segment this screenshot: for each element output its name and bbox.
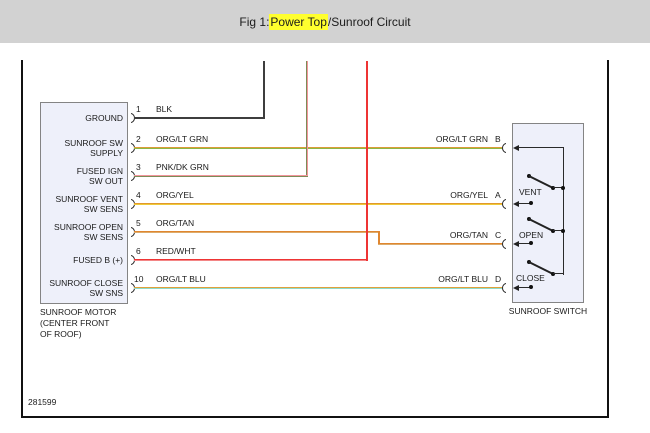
switch-pin-c-dot xyxy=(529,241,533,245)
motor-pin-1-label: GROUND xyxy=(39,107,123,129)
wire-orgyel xyxy=(134,203,502,205)
switch-pin-a-connector-icon xyxy=(502,199,507,209)
wire-label-orgltgrn: ORG/LT GRN xyxy=(156,134,209,144)
wire-label-orgtan: ORG/TAN xyxy=(156,218,195,228)
motor-pin-2-number: 2 xyxy=(136,134,141,144)
switch-pin-a-arrow-icon xyxy=(513,201,519,207)
wire-orgtan-vertical xyxy=(378,231,380,245)
motor-pin-6-label-line1: FUSED B (+) xyxy=(73,254,123,265)
switch-pin-letter-a: A xyxy=(495,190,501,200)
open-label: OPEN xyxy=(519,230,544,240)
motor-pin-1-number: 1 xyxy=(136,104,141,114)
figure-title-highlight: Power Top xyxy=(269,13,328,30)
sunroof-motor-box xyxy=(40,102,128,304)
switch-wire-label-a: ORG/YEL xyxy=(450,190,488,200)
switch-wire-label-c: ORG/TAN xyxy=(449,230,488,240)
wire-label-redwht: RED/WHT xyxy=(156,246,196,256)
motor-pin-3-label-line1: FUSED IGN xyxy=(76,165,123,176)
motor-pin-10-number: 10 xyxy=(134,274,144,284)
motor-pin-2-label-line1: SUNROOF SW xyxy=(64,137,123,148)
open-pivot-dot xyxy=(551,229,555,233)
sunroof-switch-box xyxy=(512,123,584,303)
figure-title-prefix: Fig 1: xyxy=(239,14,270,29)
open-bus-dot xyxy=(561,229,565,233)
wire-orgtan-horizontal-1 xyxy=(134,231,380,233)
switch-pin-c-line xyxy=(518,243,531,244)
switch-pin-letter-d: D xyxy=(495,274,502,284)
open-bus-link xyxy=(553,230,564,231)
vent-bus-dot xyxy=(561,186,565,190)
sunroof-motor-caption: SUNROOF MOTOR (CENTER FRONT OF ROOF) xyxy=(40,307,116,340)
sunroof-motor-caption-line3: OF ROOF) xyxy=(40,329,82,339)
wire-pnkdkgrn-horizontal xyxy=(134,175,308,177)
wire-redwht-vertical xyxy=(366,61,368,261)
switch-pin-b-line xyxy=(518,147,564,148)
switch-pin-c-arrow-icon xyxy=(513,241,519,247)
motor-pin-5-number: 5 xyxy=(136,218,141,228)
wire-redwht-horizontal xyxy=(134,259,368,261)
sunroof-switch-caption: SUNROOF SWITCH xyxy=(508,306,588,316)
vent-bus-link xyxy=(553,187,564,188)
switch-pin-letter-c: C xyxy=(495,230,502,240)
switch-pin-a-dot xyxy=(529,201,533,205)
switch-supply-bus xyxy=(563,147,565,275)
sunroof-motor-caption-line1: SUNROOF MOTOR xyxy=(40,307,117,317)
frame-left-border xyxy=(21,60,23,418)
motor-pin-1-label-line1: GROUND xyxy=(85,112,123,123)
switch-pin-d-connector-icon xyxy=(502,283,507,293)
switch-wire-label-d: ORG/LT BLU xyxy=(438,274,488,284)
switch-pin-d-dot xyxy=(529,285,533,289)
close-label: CLOSE xyxy=(516,273,545,283)
motor-pin-6-label: FUSED B (+) xyxy=(39,249,123,271)
vent-pivot-dot xyxy=(551,186,555,190)
motor-pin-2-label-line2: SUPPLY xyxy=(90,148,123,158)
motor-pin-3-number: 3 xyxy=(136,162,141,172)
wire-orgtan-horizontal-2 xyxy=(378,243,502,245)
switch-pin-b-arrow-icon xyxy=(513,145,519,151)
frame-right-border xyxy=(607,60,609,418)
close-pivot-dot xyxy=(551,272,555,276)
wire-blk-horizontal xyxy=(134,117,265,119)
switch-pin-c-connector-icon xyxy=(502,239,507,249)
motor-pin-10-label-line1: SUNROOF CLOSE xyxy=(49,277,123,288)
sunroof-motor-caption-line2: (CENTER FRONT xyxy=(40,318,110,328)
vent-label: VENT xyxy=(519,187,542,197)
wire-pnkdkgrn-vertical xyxy=(306,61,308,175)
switch-pin-letter-b: B xyxy=(495,134,501,144)
wire-label-orgltblu: ORG/LT BLU xyxy=(156,274,206,284)
close-bus-link xyxy=(553,273,564,274)
wire-label-orgyel: ORG/YEL xyxy=(156,190,194,200)
motor-pin-6-number: 6 xyxy=(136,246,141,256)
motor-pin-3-label-line2: SW OUT xyxy=(89,176,123,186)
frame-bottom-border xyxy=(21,416,609,418)
motor-pin-5-label-line1: SUNROOF OPEN xyxy=(54,221,123,232)
switch-pin-d-line xyxy=(518,287,531,288)
motor-pin-5-label-line2: SW SENS xyxy=(83,232,123,242)
motor-pin-4-number: 4 xyxy=(136,190,141,200)
motor-pin-10-label-line2: SW SNS xyxy=(89,288,123,298)
wire-blk-vertical xyxy=(263,61,265,118)
switch-pin-b-connector-icon xyxy=(502,143,507,153)
wire-label-blk: BLK xyxy=(156,104,173,114)
wire-label-pnkdkgrn: PNK/DK GRN xyxy=(156,162,209,172)
figure-title-suffix: /Sunroof Circuit xyxy=(327,14,411,29)
switch-pin-a-line xyxy=(518,203,531,204)
motor-pin-4-label-line1: SUNROOF VENT xyxy=(55,193,123,204)
switch-wire-label-b: ORG/LT GRN xyxy=(435,134,488,144)
wire-orgltgrn xyxy=(134,147,502,149)
diagram-reference-number: 281599 xyxy=(28,397,57,407)
figure-header: Fig 1: Power Top /Sunroof Circuit xyxy=(0,0,650,43)
switch-pin-d-arrow-icon xyxy=(513,285,519,291)
motor-pin-4-label-line2: SW SENS xyxy=(83,204,123,214)
wire-orgltblu xyxy=(134,287,502,289)
